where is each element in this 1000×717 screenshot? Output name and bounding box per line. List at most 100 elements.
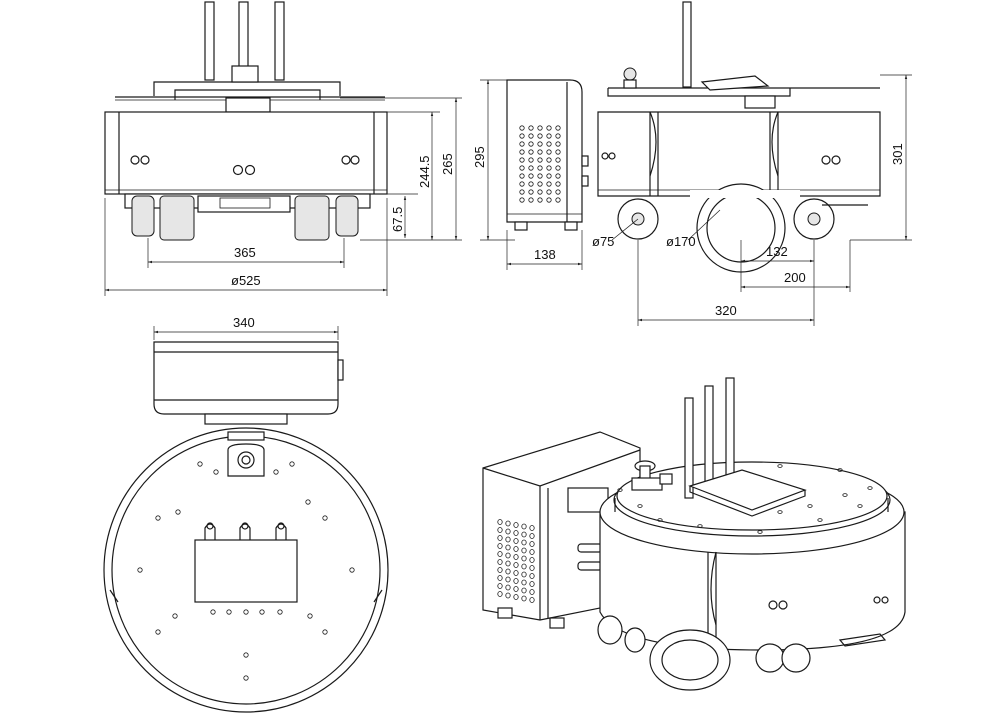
mount-hole xyxy=(259,609,265,615)
vent-hole xyxy=(555,125,561,131)
vent-hole xyxy=(505,544,511,551)
vent-hole xyxy=(537,125,543,131)
mount-hole xyxy=(305,499,311,505)
mount-hole xyxy=(307,613,313,619)
vent-hole xyxy=(529,589,535,595)
vent-hole xyxy=(521,563,527,570)
mount-hole xyxy=(243,652,249,658)
mount-hole xyxy=(172,613,178,619)
right-light-icons xyxy=(601,152,841,165)
side-vent-grid xyxy=(519,125,561,203)
vent-hole xyxy=(521,595,527,602)
dim-67-5: 67.5 xyxy=(390,207,405,232)
vent-hole xyxy=(537,165,543,171)
vent-hole xyxy=(555,181,561,187)
mount-hole xyxy=(137,567,143,573)
vent-hole xyxy=(528,165,534,171)
mount-hole xyxy=(226,609,232,615)
vent-hole xyxy=(529,565,535,571)
mount-hole xyxy=(322,629,328,635)
isometric-view xyxy=(482,377,906,691)
vent-hole xyxy=(521,539,527,546)
vent-hole xyxy=(529,541,535,547)
mount-hole xyxy=(867,486,873,490)
vent-hole xyxy=(546,181,552,187)
dim-200: 200 xyxy=(784,270,806,285)
mount-hole xyxy=(155,515,161,521)
vent-hole xyxy=(519,197,525,203)
mount-hole xyxy=(817,518,823,522)
vent-hole xyxy=(519,165,525,171)
dim-295: 295 xyxy=(472,146,487,168)
vent-hole xyxy=(513,562,519,568)
mount-hole xyxy=(777,510,783,514)
dim-244-5: 244.5 xyxy=(417,155,432,188)
top-mount-holes xyxy=(137,461,355,681)
vent-hole xyxy=(505,528,511,535)
vent-hole xyxy=(546,173,552,179)
vent-hole xyxy=(546,133,552,139)
vent-hole xyxy=(529,573,535,579)
vent-hole xyxy=(546,165,552,171)
iso-emergency-stop xyxy=(631,460,673,491)
vent-hole xyxy=(537,133,543,139)
vent-hole xyxy=(513,586,519,592)
vent-hole xyxy=(546,197,552,203)
vent-hole xyxy=(555,165,561,171)
mount-hole xyxy=(289,461,295,467)
mount-hole xyxy=(837,468,843,472)
iso-vent-grid xyxy=(497,519,535,603)
mount-hole xyxy=(277,609,283,615)
dim-340: 340 xyxy=(233,315,255,330)
vent-hole xyxy=(529,557,535,563)
mount-hole xyxy=(857,504,863,508)
dim-265: 265 xyxy=(440,153,455,175)
dim-diameter-525: ø525 xyxy=(231,273,261,288)
vent-hole xyxy=(528,125,534,131)
dim-diameter-75: ø75 xyxy=(592,234,614,249)
vent-hole xyxy=(497,551,503,557)
vent-hole xyxy=(546,141,552,147)
vent-hole xyxy=(497,535,503,541)
mount-hole xyxy=(213,469,219,475)
vent-hole xyxy=(528,133,534,139)
vent-hole xyxy=(497,543,503,549)
vent-hole xyxy=(497,559,503,565)
vent-hole xyxy=(513,538,519,544)
vent-hole xyxy=(529,525,535,531)
vent-hole xyxy=(529,549,535,555)
vent-hole xyxy=(521,579,527,586)
top-box-view: 340 xyxy=(153,315,344,425)
right-side-view xyxy=(597,1,881,273)
vent-hole xyxy=(505,560,511,567)
iso-top-holes xyxy=(617,464,873,534)
vent-hole xyxy=(497,583,503,589)
vent-hole xyxy=(528,189,534,195)
mount-hole xyxy=(777,464,783,468)
mount-hole xyxy=(617,488,623,492)
vent-hole xyxy=(528,181,534,187)
vent-hole xyxy=(555,157,561,163)
top-antenna-mounts xyxy=(204,522,287,540)
vent-hole xyxy=(537,141,543,147)
vent-hole xyxy=(505,592,511,599)
dim-320: 320 xyxy=(715,303,737,318)
vent-hole xyxy=(537,181,543,187)
vent-hole xyxy=(546,125,552,131)
vent-hole xyxy=(513,570,519,576)
vent-hole xyxy=(529,533,535,539)
vent-hole xyxy=(546,189,552,195)
mount-hole xyxy=(807,504,813,508)
vent-hole xyxy=(513,594,519,600)
vent-hole xyxy=(537,173,543,179)
vent-hole xyxy=(513,578,519,584)
vent-hole xyxy=(528,157,534,163)
vent-hole xyxy=(519,141,525,147)
vent-hole xyxy=(555,149,561,155)
right-wheels xyxy=(617,183,868,273)
vent-hole xyxy=(528,197,534,203)
vent-hole xyxy=(537,149,543,155)
vent-hole xyxy=(529,597,535,603)
top-circular-view xyxy=(103,427,389,713)
right-dimensions: 301 ø75 ø170 132 200 320 xyxy=(592,74,912,326)
